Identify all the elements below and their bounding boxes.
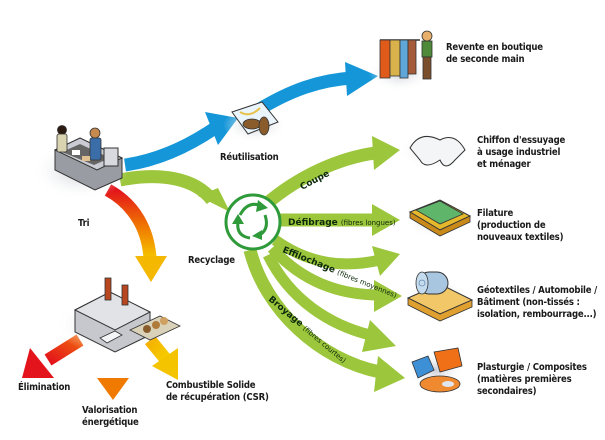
reuse-clothes-icon (231, 101, 279, 136)
wiping-cloth-icon (409, 135, 466, 167)
arrow-csr (144, 335, 178, 380)
label-recyclage: Recyclage (188, 255, 235, 266)
arrow-elimination (22, 334, 84, 378)
label-reutilisation: Réutilisation (220, 152, 279, 163)
label-elimination: Élimination (18, 382, 71, 393)
energy-plant-icon (73, 277, 181, 353)
new-textile-icon (408, 199, 472, 237)
recycle-symbol-icon (224, 193, 282, 251)
sorting-station-icon (53, 125, 124, 191)
reuse-arrow-to-revente (251, 62, 378, 118)
arrow-valorisation (97, 350, 129, 400)
label-plasturgie: Plasturgie / Composites(matières premièr… (477, 362, 587, 397)
recycle-arrow-defibrage (280, 204, 400, 236)
recycle-arrow-effilochage-top (271, 235, 400, 276)
recycle-arrow-broyage (243, 248, 405, 392)
nonwoven-roll-icon (406, 271, 474, 322)
second-hand-shop-icon (379, 30, 433, 80)
waste-arrow-down (104, 184, 167, 282)
recycle-arrow-effilochage-low (263, 252, 396, 352)
recycle-arrow-effilochage-mid (267, 244, 402, 312)
label-tri: Tri (78, 218, 90, 229)
label-defibrage: Défibrage (fibres longues) (288, 217, 396, 228)
recycle-arrow-to-recyclage (118, 170, 230, 212)
label-geotextiles: Géotextiles / Automobile /Bâtiment (non-… (477, 285, 598, 320)
plastic-materials-icon (411, 347, 463, 393)
recycle-arrow-coupe (260, 136, 400, 210)
